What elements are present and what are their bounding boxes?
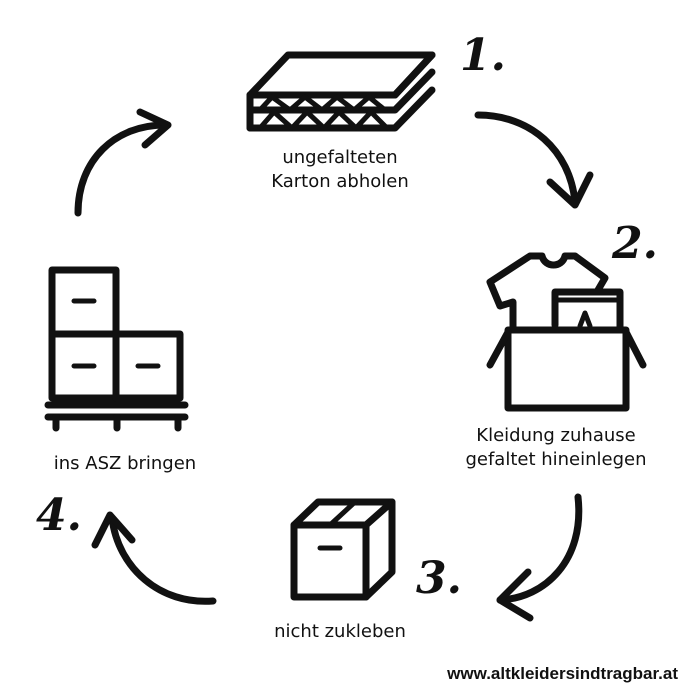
step-number-1: 1. xyxy=(460,30,506,81)
step-2-label-line1: Kleidung zuhause xyxy=(476,425,636,446)
step-1-label: ungefalteten Karton abholen xyxy=(240,146,440,194)
step-1-label-line1: ungefalteten xyxy=(282,147,398,168)
arrow-step2-to-step3 xyxy=(496,493,583,622)
step-4-label: ins ASZ bringen xyxy=(53,453,197,474)
flat-cardboard-icon xyxy=(246,51,436,132)
step-3-label: nicht zukleben xyxy=(274,621,406,642)
step-2-label: Kleidung zuhause gefaltet hineinlegen xyxy=(456,424,656,472)
step-number-2: 2. xyxy=(612,218,658,269)
website-url: www.altkleidersindtragbar.at xyxy=(447,664,678,683)
step-1-label-line2: Karton abholen xyxy=(271,171,409,192)
pallet-boxes-icon xyxy=(44,266,189,432)
step-number-4: 4. xyxy=(36,490,82,541)
clothes-in-box-icon xyxy=(486,252,647,412)
arrow-step3-to-step4 xyxy=(91,511,217,605)
arrow-step1-to-step2 xyxy=(474,111,594,209)
step-number-3: 3. xyxy=(416,553,462,604)
arrow-step4-to-step1 xyxy=(74,108,172,217)
step-2-label-line2: gefaltet hineinlegen xyxy=(465,449,647,470)
open-box-icon xyxy=(290,498,396,601)
